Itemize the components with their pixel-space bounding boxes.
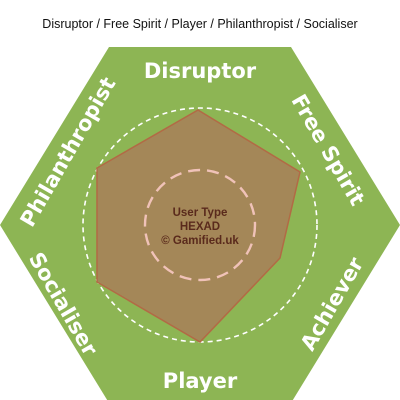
- user-profile-polygon: [96, 109, 301, 343]
- page-title: Disruptor / Free Spirit / Player / Phila…: [42, 17, 358, 31]
- center-line-3: © Gamified.uk: [161, 235, 239, 247]
- label-disruptor: Disruptor: [144, 59, 257, 83]
- label-player: Player: [163, 369, 238, 393]
- inner-dashed-ring: [143, 168, 257, 282]
- center-line-1: User Type: [173, 207, 228, 219]
- center-line-2: HEXAD: [180, 221, 220, 233]
